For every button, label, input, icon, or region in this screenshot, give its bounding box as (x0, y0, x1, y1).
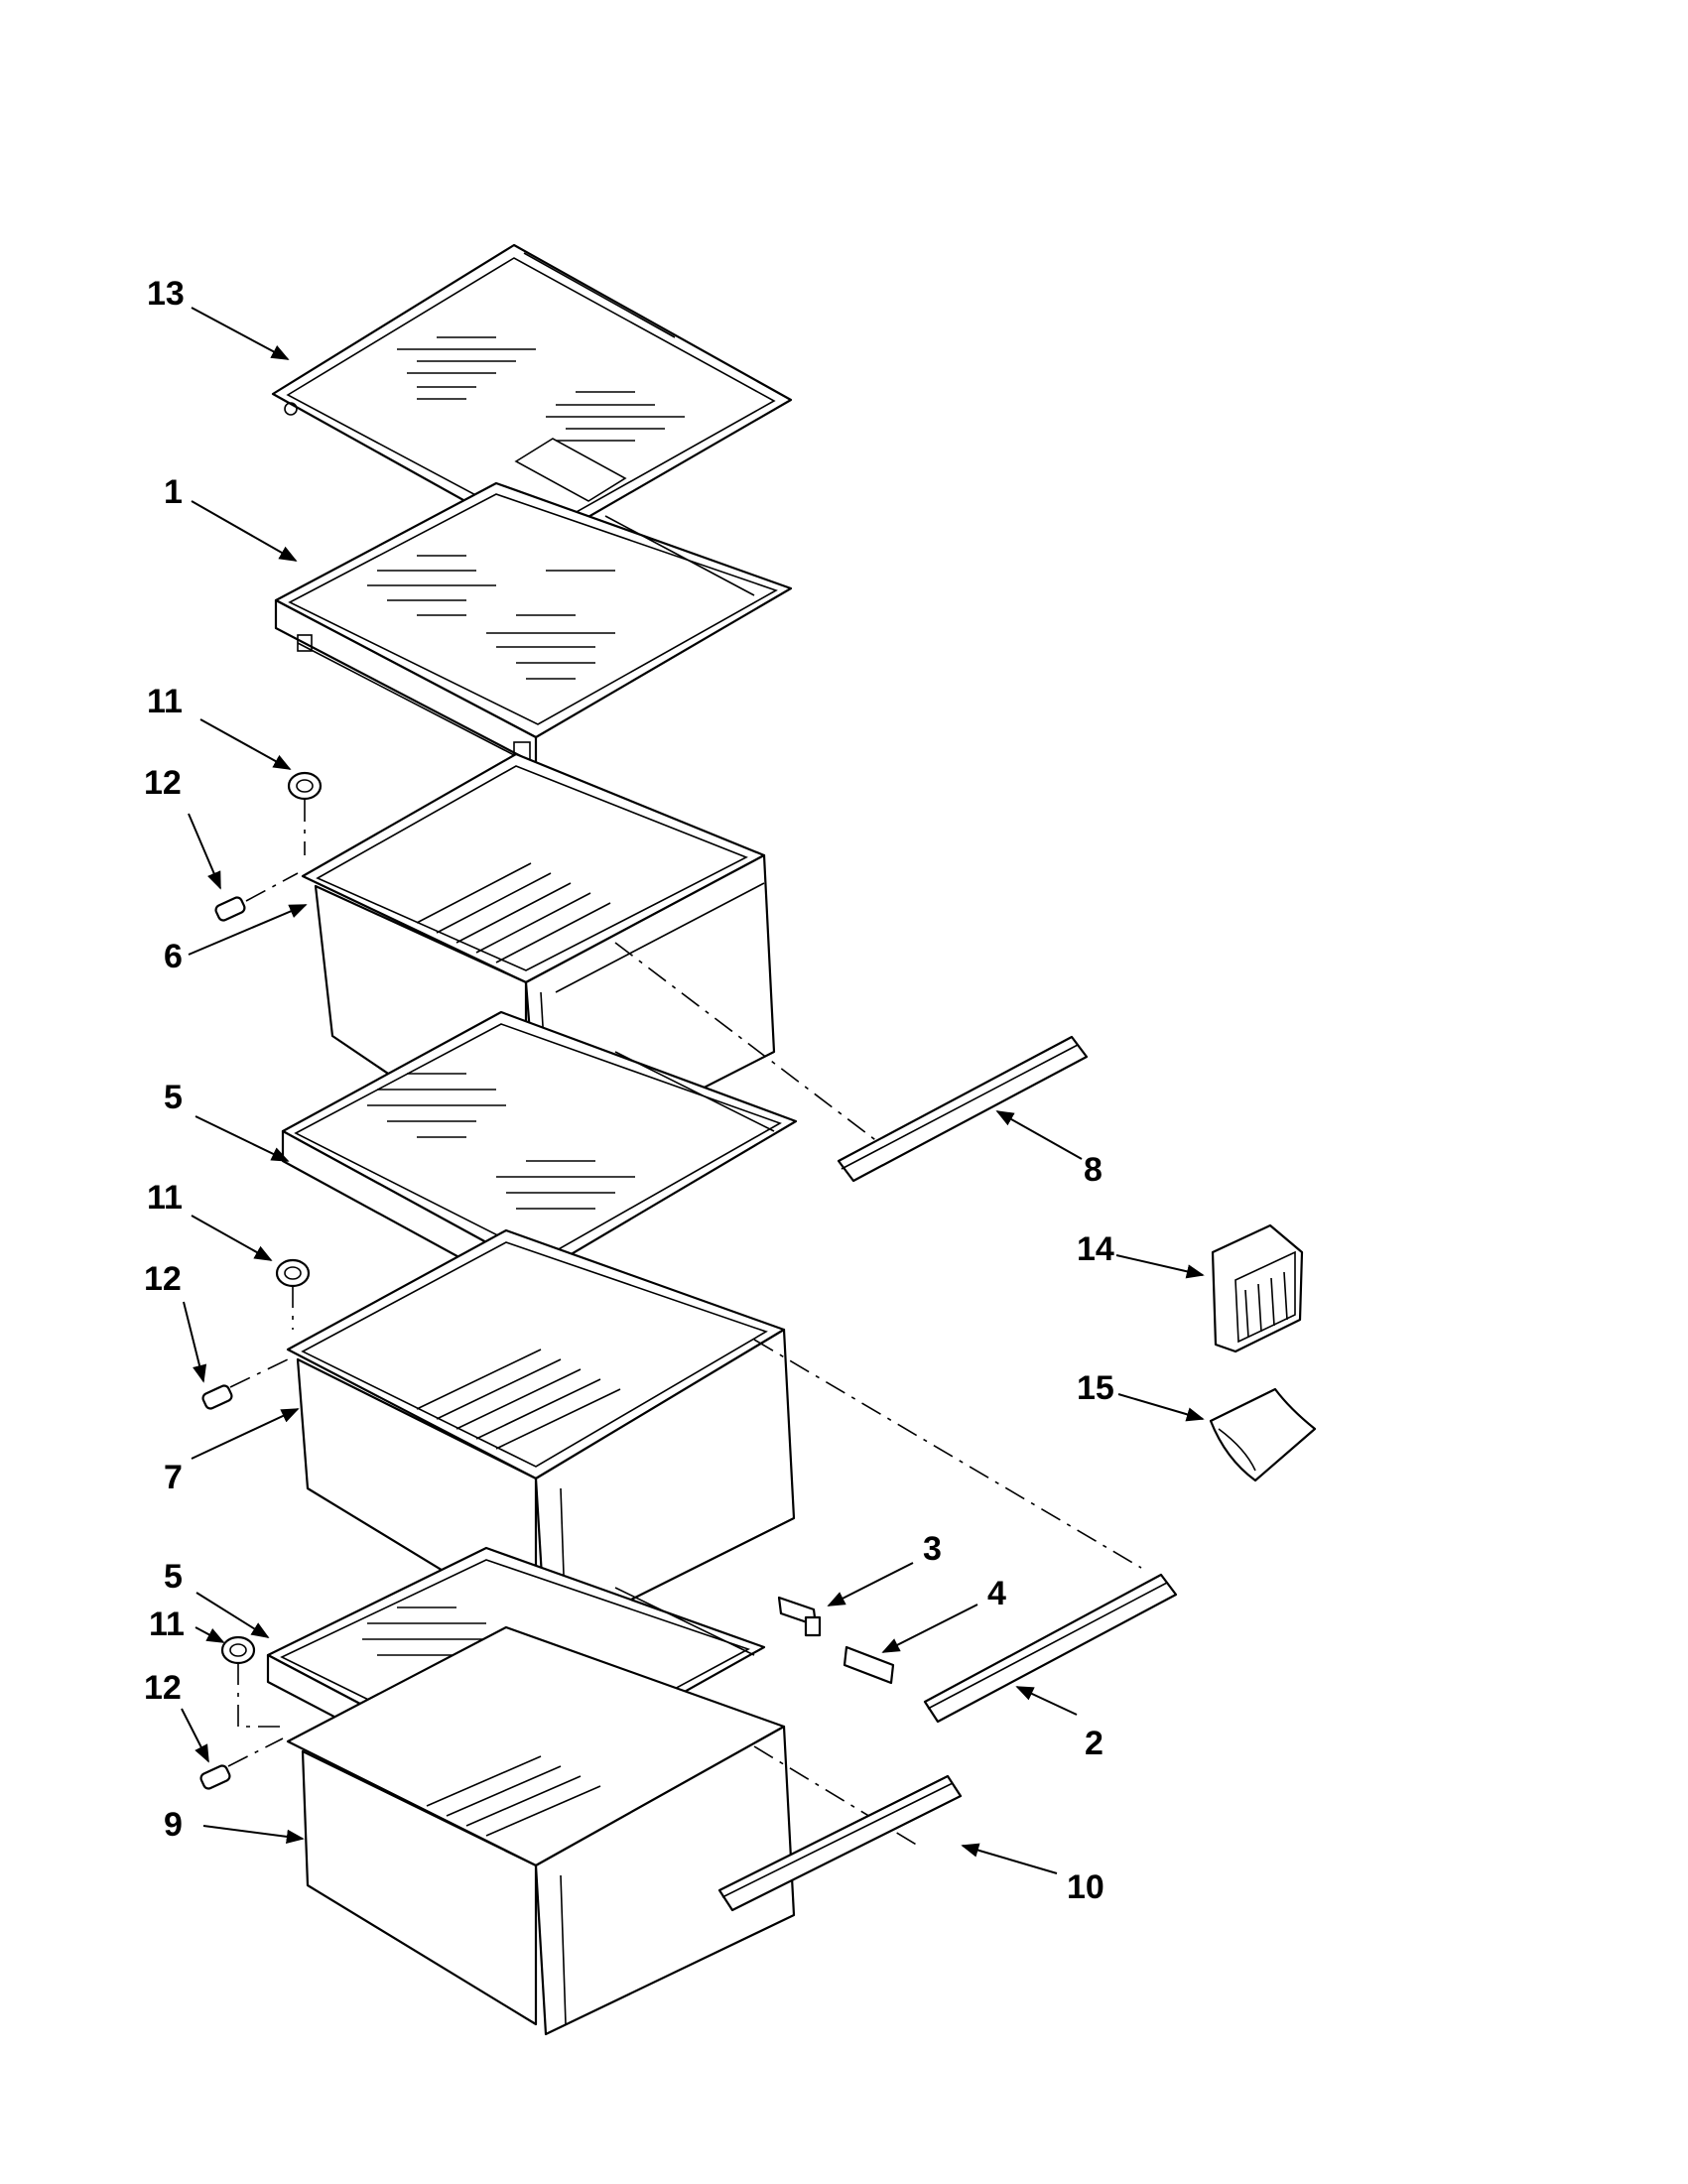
part-15-scoop (1209, 1387, 1317, 1482)
callout-12: 12 (144, 1260, 182, 1298)
callout-9: 9 (164, 1806, 183, 1844)
callout-12: 12 (144, 1669, 182, 1707)
part-3-clip (777, 1596, 822, 1637)
part-10-rail (717, 1774, 963, 1912)
callout-13: 13 (147, 275, 185, 313)
callout-7: 7 (164, 1459, 183, 1496)
callout-3: 3 (923, 1530, 942, 1568)
part-9-crisper-drawer (286, 1625, 796, 2036)
part-13-shelf (271, 243, 793, 546)
roller-11-lower (220, 1635, 256, 1665)
roller-11-middle (275, 1258, 311, 1288)
shelf-texture (367, 1073, 635, 1210)
callout-14: 14 (1077, 1230, 1114, 1268)
callout-5: 5 (164, 1079, 183, 1116)
shelf-texture (397, 336, 685, 442)
callout-5: 5 (164, 1558, 183, 1596)
part-14-bin (1211, 1223, 1304, 1353)
callout-6: 6 (164, 938, 183, 975)
part-1-crisper-cover (274, 481, 793, 766)
callout-15: 15 (1077, 1369, 1114, 1407)
roller-11-upper (287, 771, 323, 801)
callout-1: 1 (164, 473, 183, 511)
callout-11: 11 (149, 1606, 185, 1643)
callout-11: 11 (147, 1179, 183, 1217)
leader-lines (181, 307, 1205, 1874)
screw-12-middle (201, 1384, 233, 1410)
callout-12: 12 (144, 764, 182, 802)
part-2-rail (923, 1573, 1178, 1724)
part-8-rail (837, 1035, 1089, 1183)
callout-labels: 13 1 11 12 6 5 8 11 12 14 15 7 3 4 5 11 … (144, 275, 1114, 1906)
part-4-clip (843, 1645, 895, 1685)
screw-12-upper (214, 896, 246, 922)
callout-10: 10 (1067, 1868, 1104, 1906)
callout-8: 8 (1084, 1151, 1103, 1189)
callout-11: 11 (147, 683, 183, 720)
shelf-texture (367, 555, 615, 680)
callout-4: 4 (987, 1575, 1006, 1612)
callout-2: 2 (1085, 1725, 1104, 1762)
screw-12-lower (199, 1764, 231, 1790)
